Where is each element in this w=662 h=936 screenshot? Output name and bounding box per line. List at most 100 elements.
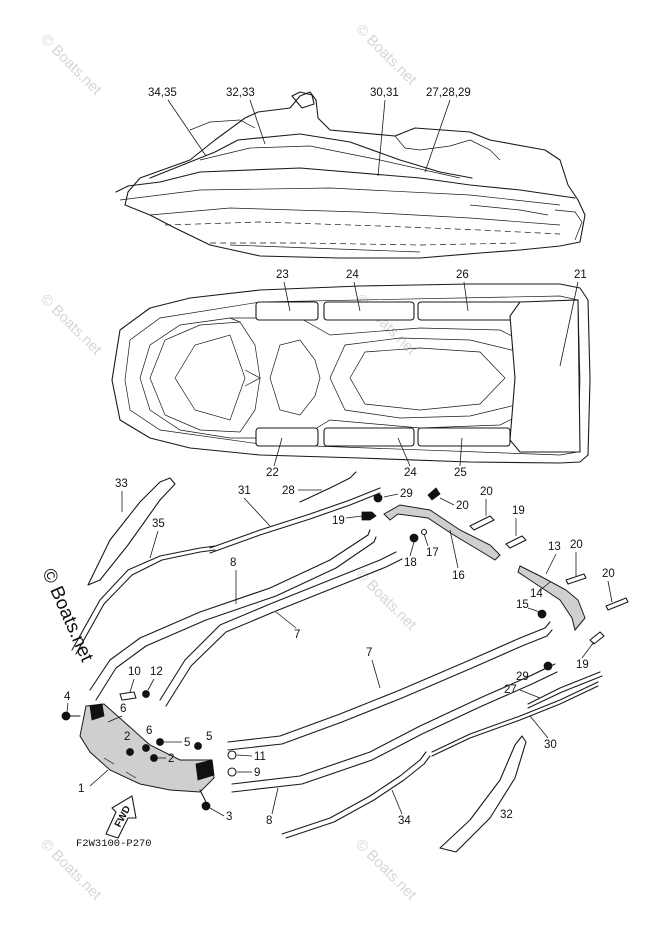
callout-27: 27 xyxy=(504,684,517,696)
part-28 xyxy=(299,471,357,503)
callout-26: 26 xyxy=(456,269,469,281)
callout-30-31: 30,31 xyxy=(370,87,399,99)
callout-5-right: 5 xyxy=(206,731,212,743)
part-31 xyxy=(209,487,381,549)
callout-34: 34 xyxy=(398,815,411,827)
part-6-clip xyxy=(142,744,150,752)
callout-8-top: 8 xyxy=(230,557,236,569)
part-9-clip xyxy=(227,767,237,777)
part-34 xyxy=(281,751,427,835)
callout-17: 17 xyxy=(426,547,439,559)
watermark: © Boats.net xyxy=(37,31,105,99)
part-17-washer xyxy=(420,528,428,536)
callout-16: 16 xyxy=(452,570,465,582)
callout-22: 22 xyxy=(266,467,279,479)
fwd-arrow: FWD xyxy=(105,795,137,839)
part-2-nut xyxy=(150,754,158,762)
part-16-bracket xyxy=(383,504,501,561)
part-29-clip xyxy=(373,493,383,503)
part-33 xyxy=(87,477,176,586)
part-10-fastener xyxy=(119,691,137,701)
mat-21 xyxy=(509,299,581,453)
part-30 xyxy=(431,681,599,753)
callout-23: 23 xyxy=(276,269,289,281)
callout-20-c: 20 xyxy=(570,539,583,551)
callout-33: 33 xyxy=(115,478,128,490)
part-27 xyxy=(527,671,601,705)
part-7-rail xyxy=(227,621,551,743)
side-view-watercraft: 34,35 32,33 30,31 27,28,29 xyxy=(115,87,586,259)
callout-20-b: 20 xyxy=(480,486,493,498)
mat-24-bottom xyxy=(323,427,415,447)
fwd-label: FWD xyxy=(113,804,133,829)
watermark: © Boats.net xyxy=(352,836,420,904)
callout-13: 13 xyxy=(548,541,561,553)
callout-19-right: 19 xyxy=(512,505,525,517)
callout-34-35: 34,35 xyxy=(148,87,177,99)
exploded-parts: 33 35 31 28 29 19 20 20 19 xyxy=(61,471,629,853)
part-20-bolt xyxy=(565,573,587,585)
callout-19-lower: 19 xyxy=(576,659,589,671)
part-20-bolt xyxy=(427,487,441,501)
part-20-bolt xyxy=(605,597,629,611)
top-view-watercraft: 23 24 26 21 22 24 25 xyxy=(111,269,591,479)
part-19-clip xyxy=(505,535,527,549)
callout-29-top: 29 xyxy=(400,488,413,500)
callout-29-lower: 29 xyxy=(516,671,529,683)
part-20-bolt xyxy=(469,515,495,531)
callout-32: 32 xyxy=(500,809,513,821)
callout-4: 4 xyxy=(64,691,71,703)
callout-7-bottom: 7 xyxy=(366,647,372,659)
callout-10: 10 xyxy=(128,666,141,678)
callout-7-top: 7 xyxy=(294,629,300,641)
callout-11: 11 xyxy=(254,751,266,763)
part-18-nut xyxy=(409,533,419,543)
callout-24-top: 24 xyxy=(346,269,359,281)
callout-5-mid: 5 xyxy=(184,737,190,749)
part-19-clip xyxy=(589,631,605,645)
callout-6-left: 6 xyxy=(120,703,126,715)
callout-21: 21 xyxy=(574,269,587,281)
mat-22 xyxy=(255,427,319,447)
callout-2-right: 2 xyxy=(168,753,174,765)
part-7-rail xyxy=(159,551,397,701)
watermark: © Boats.net xyxy=(37,291,105,359)
part-35 xyxy=(71,545,216,651)
callout-30: 30 xyxy=(544,739,557,751)
part-12-clip xyxy=(142,690,150,698)
callout-35: 35 xyxy=(152,518,165,530)
callout-9: 9 xyxy=(254,767,260,779)
mat-23 xyxy=(255,301,319,321)
part-8-rail xyxy=(231,663,556,785)
part-32 xyxy=(439,735,527,853)
callout-3: 3 xyxy=(226,811,232,823)
callout-19-left: 19 xyxy=(332,515,345,527)
part-19-clip xyxy=(361,511,377,521)
mat-25 xyxy=(417,427,511,447)
copyright-watermark: © Boats.net xyxy=(37,565,97,665)
figure-code: F2W3100-P270 xyxy=(76,838,152,850)
part-11-washer xyxy=(227,750,237,760)
mat-24-top xyxy=(323,301,415,321)
part-5-screw xyxy=(194,742,202,750)
callout-8-bottom: 8 xyxy=(266,815,272,827)
part-3-screw xyxy=(201,801,211,811)
part-8-rail xyxy=(89,529,371,691)
watermark: © Boats.net xyxy=(352,21,420,89)
part-15-nut xyxy=(537,609,547,619)
callout-14: 14 xyxy=(530,588,543,600)
callout-12: 12 xyxy=(150,666,163,678)
callout-15: 15 xyxy=(516,599,529,611)
callout-28: 28 xyxy=(282,485,295,497)
callout-6-right: 6 xyxy=(146,725,152,737)
part-13-cover xyxy=(517,565,586,632)
callout-27-28-29: 27,28,29 xyxy=(426,87,471,99)
callout-1: 1 xyxy=(78,783,84,795)
callout-32-33: 32,33 xyxy=(226,87,255,99)
callout-18: 18 xyxy=(404,557,417,569)
part-5-screw xyxy=(156,738,164,746)
callout-20-a: 20 xyxy=(456,500,469,512)
callout-20-d: 20 xyxy=(602,568,615,580)
